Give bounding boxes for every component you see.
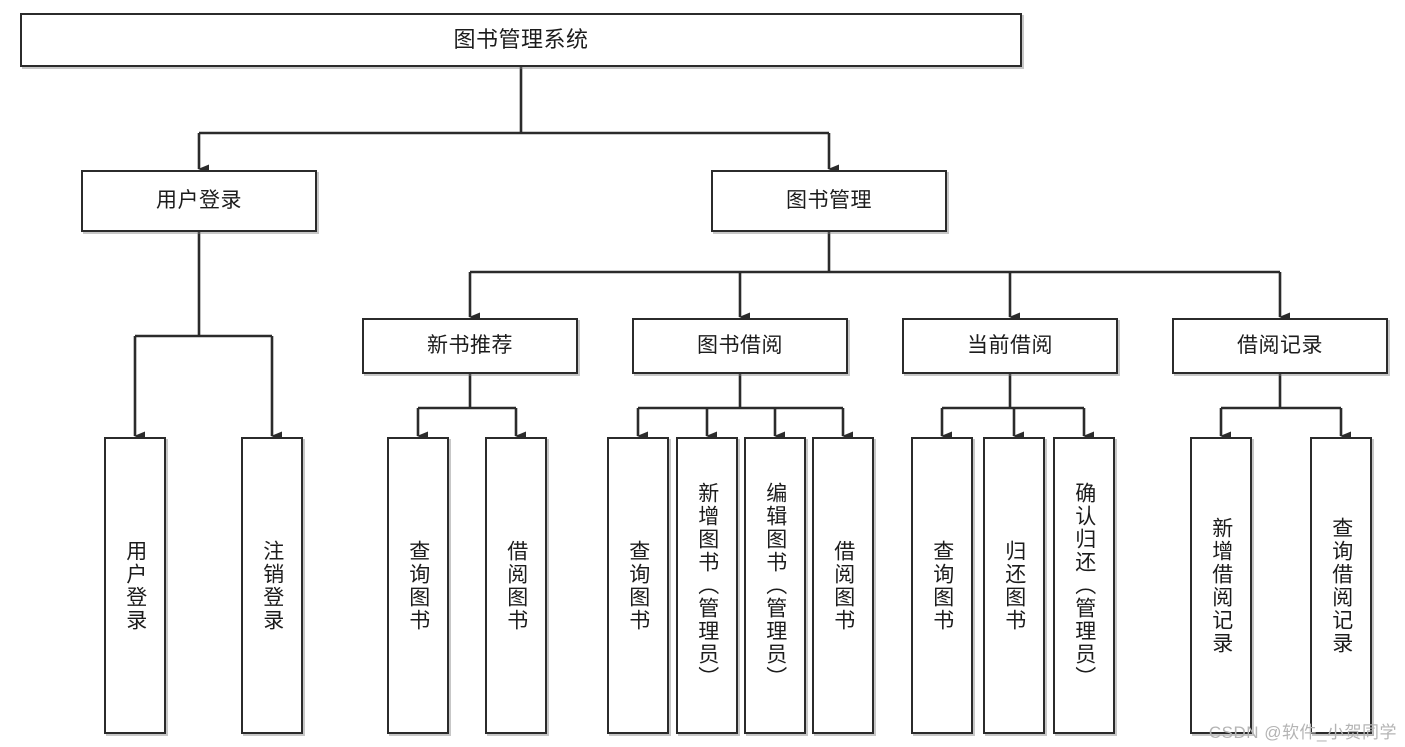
node-leaf-query-book-2[interactable]: 查询图书 (607, 437, 669, 734)
node-leaf-borrow-book-2[interactable]: 借阅图书 (812, 437, 874, 734)
node-leaf-query-book-3[interactable]: 查询图书 (911, 437, 973, 734)
node-leaf-user-login[interactable]: 用户登录 (104, 437, 166, 734)
node-leaf-query-book-1[interactable]: 查询图书 (387, 437, 449, 734)
node-leaf-confirm-return[interactable]: 确认归还（管理员） (1053, 437, 1115, 734)
node-leaf-add-book[interactable]: 新增图书（管理员） (676, 437, 738, 734)
node-leaf-logout[interactable]: 注销登录 (241, 437, 303, 734)
node-leaf-edit-book[interactable]: 编辑图书（管理员） (744, 437, 806, 734)
node-label: 用户登录 (123, 539, 147, 632)
node-book-borrow[interactable]: 图书借阅 (632, 318, 848, 374)
node-label: 新书推荐 (427, 333, 513, 357)
node-label: 确认归还（管理员） (1072, 482, 1096, 689)
csdn-watermark: CSDN @软件_小贺同学 (1208, 723, 1397, 742)
node-borrow-record[interactable]: 借阅记录 (1172, 318, 1388, 374)
node-label: 借阅记录 (1237, 333, 1323, 357)
node-label: 查询图书 (930, 539, 954, 632)
node-label: 借阅图书 (831, 539, 855, 632)
node-leaf-query-record[interactable]: 查询借阅记录 (1310, 437, 1372, 734)
node-label: 当前借阅 (967, 333, 1053, 357)
node-label: 图书管理 (786, 188, 872, 212)
node-label: 图书管理系统 (453, 27, 589, 53)
node-new-book-rec[interactable]: 新书推荐 (362, 318, 578, 374)
node-label: 用户登录 (156, 188, 242, 212)
node-label: 新增借阅记录 (1209, 516, 1233, 655)
node-leaf-borrow-book-1[interactable]: 借阅图书 (485, 437, 547, 734)
node-label: 借阅图书 (504, 539, 528, 632)
node-label: 查询图书 (626, 539, 650, 632)
node-label: 编辑图书（管理员） (763, 482, 787, 689)
node-user-login[interactable]: 用户登录 (81, 170, 317, 232)
node-root[interactable]: 图书管理系统 (20, 13, 1022, 67)
node-label: 注销登录 (260, 539, 284, 632)
node-book-manage[interactable]: 图书管理 (711, 170, 947, 232)
node-label: 查询借阅记录 (1329, 516, 1353, 655)
node-current-borrow[interactable]: 当前借阅 (902, 318, 1118, 374)
node-label: 图书借阅 (697, 333, 783, 357)
node-label: 新增图书（管理员） (695, 482, 719, 689)
node-leaf-add-record[interactable]: 新增借阅记录 (1190, 437, 1252, 734)
node-leaf-return-book[interactable]: 归还图书 (983, 437, 1045, 734)
node-label: 归还图书 (1002, 539, 1026, 632)
node-label: 查询图书 (406, 539, 430, 632)
